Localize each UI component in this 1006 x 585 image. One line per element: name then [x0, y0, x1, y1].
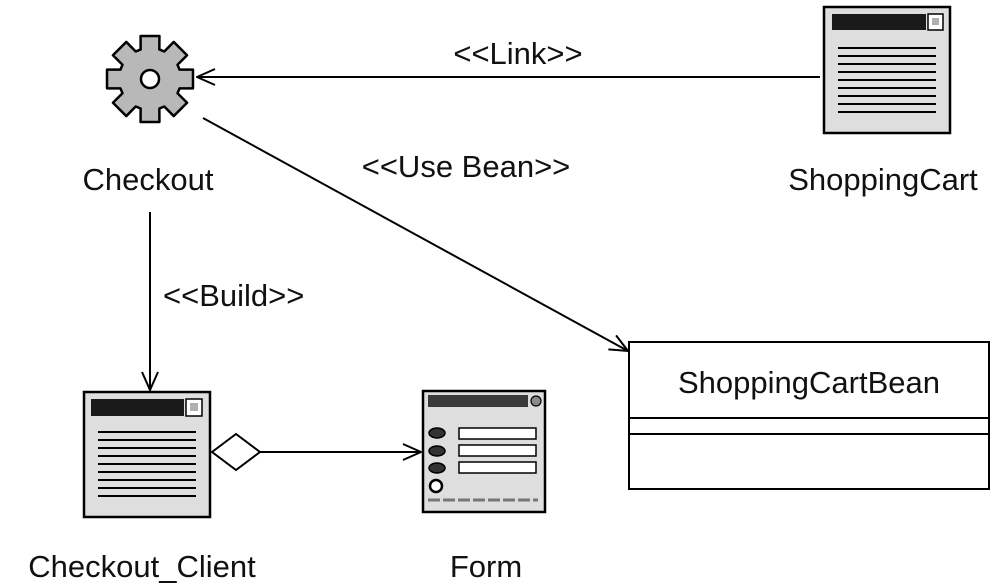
web-form-icon	[421, 389, 547, 514]
web-page-icon	[82, 390, 212, 519]
class-box	[628, 341, 990, 490]
checkout-client-label: Checkout_Client	[28, 549, 256, 584]
link-edge-label: <<Link>>	[453, 36, 582, 71]
shopping-cart-bean-node[interactable]: ShoppingCartBean	[628, 341, 990, 490]
gear-icon	[105, 34, 195, 124]
form-node[interactable]: Form	[421, 389, 547, 584]
form-label: Form	[450, 549, 522, 584]
shopping-cart-label: ShoppingCart	[788, 162, 978, 197]
shopping-cart-node[interactable]: ShoppingCart	[788, 5, 978, 197]
use-bean-edge	[202, 117, 628, 351]
shopping-cart-bean-label: ShoppingCartBean	[678, 365, 940, 400]
build-edge-label: <<Build>>	[163, 278, 304, 313]
checkout-node[interactable]: Checkout	[83, 34, 214, 197]
web-page-icon	[822, 5, 952, 135]
aggregation-diamond-icon	[210, 432, 262, 472]
checkout-client-node[interactable]: Checkout_Client	[28, 390, 256, 584]
use-bean-edge-label: <<Use Bean>>	[362, 149, 571, 184]
checkout-label: Checkout	[83, 162, 214, 197]
